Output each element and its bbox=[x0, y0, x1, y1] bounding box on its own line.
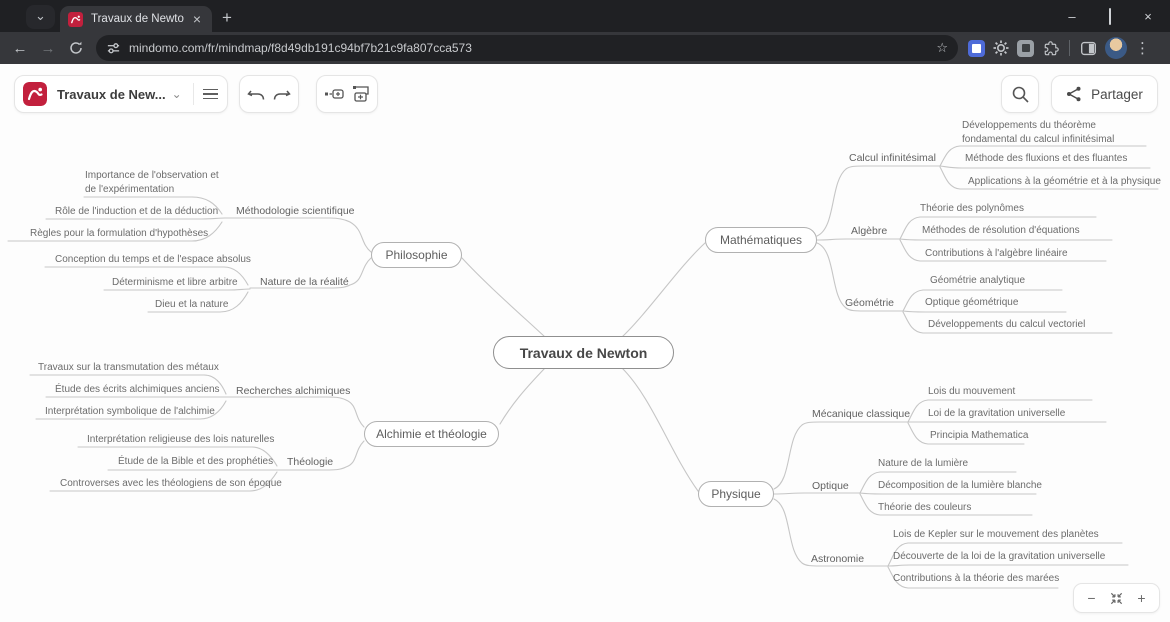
map-leaf[interactable]: Controverses avec les théologiens de son… bbox=[60, 478, 282, 489]
map-leaf[interactable]: Loi de la gravitation universelle bbox=[928, 408, 1066, 419]
window-restore-icon[interactable] bbox=[1102, 7, 1118, 25]
extensions-area: ⋮ bbox=[968, 37, 1150, 59]
extension-blue-icon[interactable] bbox=[968, 39, 985, 57]
share-icon bbox=[1067, 86, 1081, 102]
extensions-puzzle-icon[interactable] bbox=[1042, 40, 1059, 57]
map-subtopic[interactable]: Mécanique classique bbox=[812, 408, 911, 420]
map-leaf[interactable]: Règles pour la formulation d'hypothèses bbox=[30, 228, 209, 239]
map-leaf[interactable]: Applications à la géométrie et à la phys… bbox=[968, 176, 1161, 187]
toolbar-divider bbox=[1069, 40, 1070, 56]
map-leaf[interactable]: Développements du calcul vectoriel bbox=[928, 319, 1086, 330]
map-leaf[interactable]: Méthodes de résolution d'équations bbox=[922, 225, 1080, 236]
map-leaf[interactable]: Décomposition de la lumière blanche bbox=[878, 480, 1042, 491]
share-button-label: Partager bbox=[1091, 86, 1143, 102]
map-leaf[interactable]: Principia Mathematica bbox=[930, 430, 1029, 441]
redo-icon[interactable] bbox=[272, 86, 292, 103]
insert-topic-icon[interactable] bbox=[324, 86, 344, 102]
zoom-in-button[interactable]: + bbox=[1137, 590, 1146, 606]
side-panel-icon[interactable] bbox=[1080, 40, 1097, 57]
tab-close-icon[interactable]: × bbox=[192, 11, 201, 27]
map-leaf[interactable]: Développements du théorème fondamental d… bbox=[962, 120, 1115, 145]
map-leaf[interactable]: Nature de la lumière bbox=[878, 458, 969, 469]
map-subtopic[interactable]: Méthodologie scientifique bbox=[236, 205, 355, 217]
map-leaf[interactable]: Méthode des fluxions et des fluantes bbox=[965, 153, 1128, 164]
map-subtopic[interactable]: Nature de la réalité bbox=[260, 276, 349, 288]
browser-menu-icon[interactable]: ⋮ bbox=[1135, 40, 1150, 57]
gear-icon[interactable] bbox=[993, 40, 1009, 56]
map-leaf[interactable]: Étude des écrits alchimiques anciens bbox=[55, 384, 220, 395]
browser-tab[interactable]: Travaux de Newton × bbox=[60, 6, 212, 32]
map-title[interactable]: Travaux de New... bbox=[57, 86, 166, 102]
map-leaf[interactable]: Conception du temps et de l'espace absol… bbox=[55, 254, 251, 265]
chevron-down-icon[interactable]: ⌄ bbox=[171, 87, 182, 101]
map-subtopic[interactable]: Astronomie bbox=[811, 553, 865, 565]
toolbar-divider bbox=[192, 83, 194, 105]
back-icon[interactable]: ← bbox=[12, 39, 28, 57]
map-leaf[interactable]: Travaux sur la transmutation des métaux bbox=[38, 362, 219, 373]
mindomo-logo[interactable] bbox=[23, 82, 47, 106]
undo-icon[interactable] bbox=[246, 86, 266, 103]
mindmap-connectors bbox=[7, 145, 1159, 589]
map-subtopic[interactable]: Géométrie bbox=[845, 297, 895, 309]
map-branch-mathematiques[interactable]: Mathématiques bbox=[705, 227, 817, 253]
site-settings-icon[interactable] bbox=[106, 41, 121, 56]
browser-toolbar: ← → mindomo.com/fr/mindmap/f8d49db191c94… bbox=[0, 32, 1170, 64]
tab-search-button[interactable]: ⌄ bbox=[26, 5, 55, 29]
reload-icon[interactable] bbox=[68, 40, 84, 56]
window-minimize-icon[interactable]: – bbox=[1068, 8, 1076, 24]
mindmap-canvas[interactable]: Travaux de Newton Philosophie Mathématiq… bbox=[0, 64, 1170, 622]
map-leaf[interactable]: Interprétation religieuse des lois natur… bbox=[87, 434, 275, 445]
new-tab-button[interactable]: + bbox=[222, 8, 232, 27]
map-branch-philosophie[interactable]: Philosophie bbox=[371, 242, 462, 268]
url-text[interactable]: mindomo.com/fr/mindmap/f8d49db191c94bf7b… bbox=[129, 41, 472, 55]
menu-icon[interactable] bbox=[202, 88, 218, 100]
map-leaf[interactable]: Lois de Kepler sur le mouvement des plan… bbox=[893, 529, 1099, 540]
map-subtopic[interactable]: Optique bbox=[812, 480, 849, 492]
insert-subtopic-icon[interactable] bbox=[350, 85, 370, 103]
map-leaf[interactable]: Théorie des polynômes bbox=[920, 203, 1024, 214]
map-leaf[interactable]: Lois du mouvement bbox=[928, 386, 1016, 397]
map-root-topic[interactable]: Travaux de Newton bbox=[493, 336, 674, 369]
tab-title: Travaux de Newton bbox=[91, 13, 184, 25]
map-leaf[interactable]: Contributions à l'algèbre linéaire bbox=[925, 248, 1068, 259]
map-subtopic[interactable]: Algèbre bbox=[851, 225, 888, 237]
search-button[interactable] bbox=[1001, 75, 1039, 113]
map-leaf[interactable]: Étude de la Bible et des prophéties bbox=[118, 456, 274, 467]
map-leaf[interactable]: Contributions à la théorie des marées bbox=[893, 573, 1060, 584]
history-card bbox=[239, 75, 299, 113]
map-leaf[interactable]: Optique géométrique bbox=[925, 297, 1019, 308]
map-leaf[interactable]: Dieu et la nature bbox=[155, 299, 229, 310]
map-leaf[interactable]: Théorie des couleurs bbox=[878, 502, 972, 513]
zoom-controls: − + bbox=[1073, 583, 1160, 613]
map-leaf[interactable]: Rôle de l'induction et de la déduction bbox=[55, 206, 219, 217]
extension-gray-icon[interactable] bbox=[1017, 39, 1034, 57]
profile-avatar[interactable] bbox=[1105, 37, 1127, 59]
forward-icon[interactable]: → bbox=[40, 39, 56, 57]
map-branch-physique[interactable]: Physique bbox=[698, 481, 774, 507]
share-button[interactable]: Partager bbox=[1051, 75, 1158, 113]
map-leaf[interactable]: Déterminisme et libre arbitre bbox=[112, 277, 238, 288]
window-close-icon[interactable]: × bbox=[1144, 8, 1152, 24]
insert-card bbox=[316, 75, 378, 113]
map-subtopic[interactable]: Calcul infinitésimal bbox=[849, 152, 936, 164]
mindomo-favicon bbox=[68, 11, 83, 27]
zoom-out-button[interactable]: − bbox=[1087, 590, 1096, 606]
search-icon bbox=[1012, 86, 1029, 103]
map-leaf[interactable]: Interprétation symbolique de l'alchimie bbox=[45, 406, 215, 417]
map-leaf[interactable]: Géométrie analytique bbox=[930, 275, 1026, 286]
map-branch-alchimie[interactable]: Alchimie et théologie bbox=[364, 421, 499, 447]
tab-strip: ⌄ Travaux de Newton × + – × bbox=[0, 0, 1170, 32]
map-leaf[interactable]: Découverte de la loi de la gravitation u… bbox=[893, 551, 1106, 562]
fit-screen-icon[interactable] bbox=[1109, 591, 1124, 606]
address-bar[interactable]: mindomo.com/fr/mindmap/f8d49db191c94bf7b… bbox=[96, 35, 958, 61]
document-card: Travaux de New... ⌄ bbox=[14, 75, 228, 113]
bookmark-star-icon[interactable]: ☆ bbox=[936, 40, 948, 55]
map-subtopic[interactable]: Recherches alchimiques bbox=[236, 385, 351, 397]
map-subtopic[interactable]: Théologie bbox=[287, 456, 334, 468]
map-leaf[interactable]: Importance de l'observation et de l'expé… bbox=[85, 170, 219, 195]
window-controls: – × bbox=[1064, 0, 1164, 32]
